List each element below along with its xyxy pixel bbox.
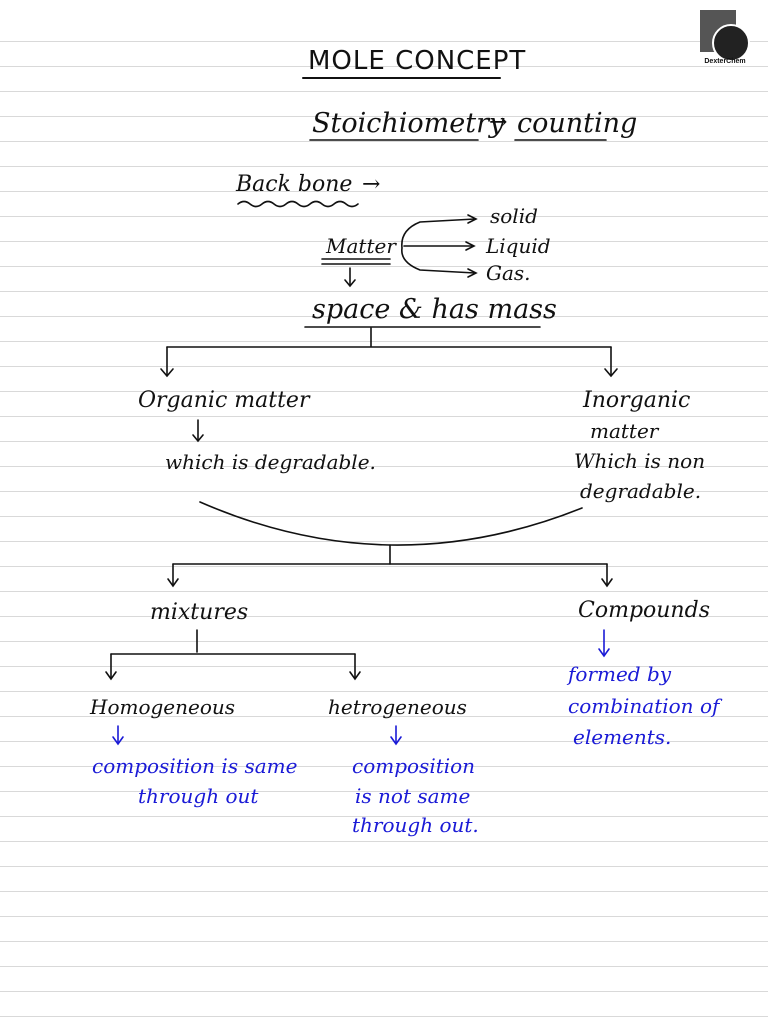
logo-circle (712, 24, 750, 62)
join-curve (199, 501, 583, 546)
state-solid: solid (490, 204, 538, 228)
compounds-label: Compounds (578, 598, 710, 623)
logo-text: DexterChem (704, 58, 746, 65)
matter-branch-bracket (401, 218, 476, 274)
split-2-right-arrowhead (601, 578, 613, 588)
homogeneous-blue-arrowhead (112, 736, 124, 746)
heterogeneous-desc-2: is not same (355, 784, 471, 808)
compounds-desc-2: combination (568, 694, 694, 718)
organic-down-arrowhead (192, 434, 204, 443)
heterogeneous-desc-3: through out. (352, 813, 479, 837)
split-3-left-arrowhead (105, 671, 117, 681)
dexterchem-logo: DexterChem (698, 10, 750, 72)
split-3-right-arrowhead (349, 671, 361, 681)
compounds-blue-arrowhead (598, 648, 610, 658)
inorganic-label-1: Inorganic (583, 388, 691, 413)
heterogeneous-blue-arrowhead (390, 736, 402, 746)
matter-label: Matter (326, 234, 396, 258)
stoichiometry-arrow: → (489, 110, 508, 135)
inorganic-desc-2: degradable. (580, 479, 702, 503)
inorganic-desc-1: Which is non (574, 449, 706, 473)
arrowhead-solid (467, 214, 478, 224)
heterogeneous-desc-1: composition (352, 754, 476, 778)
compounds-desc-1: formed by (568, 662, 672, 686)
matter-down-arrowhead (344, 279, 356, 288)
homogeneous-label: Homogeneous (90, 695, 236, 719)
split-1-left-arrowhead (160, 368, 174, 378)
organic-label: Organic matter (138, 388, 310, 413)
homogeneous-desc-2: through out (138, 784, 259, 808)
arrowhead-gas (467, 268, 478, 278)
heterogeneous-label: hetrogeneous (328, 695, 467, 719)
backbone-label: Back bone (236, 172, 353, 197)
arrowhead-liquid (465, 241, 476, 251)
state-liquid: Liquid (486, 234, 551, 258)
page-title: MOLE CONCEPT (308, 46, 527, 76)
inorganic-label-2: matter (590, 419, 659, 443)
stoichiometry-meaning: counting (517, 108, 638, 139)
split-2-left-arrowhead (167, 578, 179, 588)
state-gas: Gas. (486, 261, 531, 285)
mixtures-label: mixtures (150, 600, 249, 625)
backbone-arrow: → (362, 172, 381, 197)
matter-definition: space & has mass (312, 294, 557, 325)
backbone-wavy-underline (237, 200, 359, 208)
compounds-desc-3: elements. (573, 725, 672, 749)
stoichiometry-term: Stoichiometry (312, 108, 505, 139)
homogeneous-desc-1: composition is same (92, 754, 298, 778)
split-1-right-arrowhead (604, 368, 618, 378)
organic-desc: which is degradable. (165, 450, 376, 474)
compounds-desc-2b: of (700, 694, 720, 718)
